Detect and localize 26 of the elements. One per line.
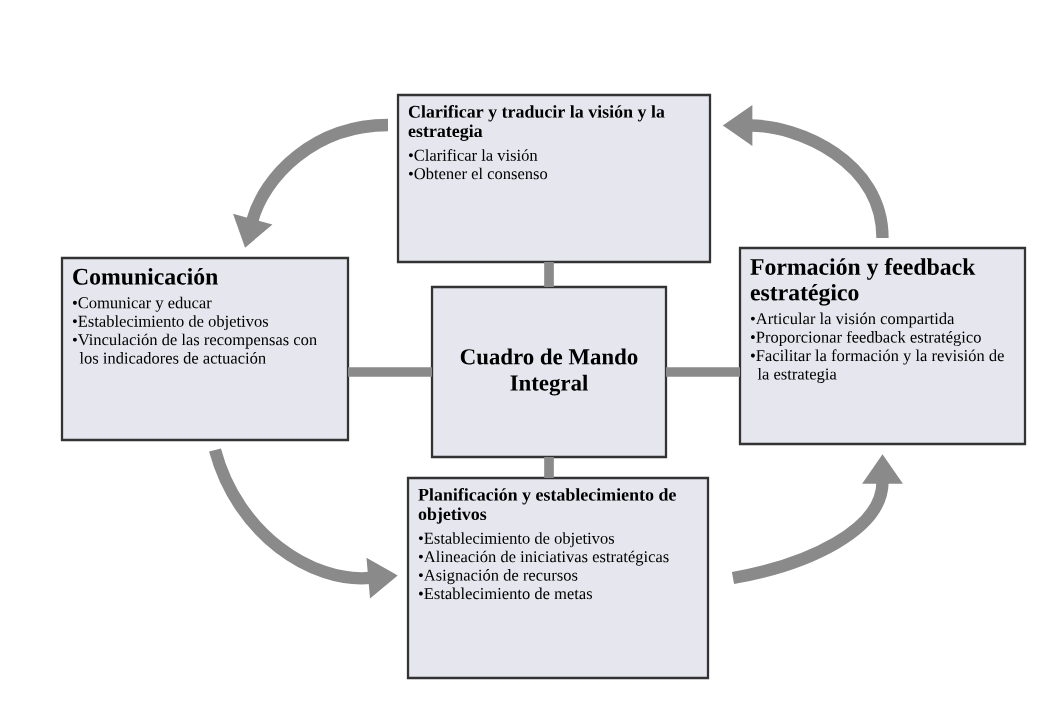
process-box <box>396 93 712 264</box>
box-heading: Planificación y establecimiento de objetivos <box>418 488 676 524</box>
connector-line <box>348 367 432 377</box>
connector-line <box>544 457 554 478</box>
bullet-item: •Establecimiento de metas <box>418 587 592 600</box>
bullet-item: •Articular la visión compartida <box>750 312 955 328</box>
connector-line <box>666 367 740 377</box>
bullet-item: •Establecimiento de objetivos <box>418 532 615 548</box>
bullet-item: •Clarificar la visión <box>408 149 538 161</box>
process-box <box>60 256 350 442</box>
bullet-item: •Establecimiento de objetivos <box>72 315 269 331</box>
process-box <box>406 476 710 680</box>
process-box <box>738 246 1027 446</box>
bullet-item: •Facilitar la formación y la revisión de la estrategia <box>750 349 1004 383</box>
bullet-item: •Vinculación de las recompensas con los indicadores de actuación <box>72 333 317 364</box>
box-heading: Formación y feedback estratégico <box>750 258 976 306</box>
bullet-item: •Asignación de recursos <box>418 569 578 585</box>
bullet-item: •Alineación de iniciativas estratégicas <box>418 550 669 566</box>
box-title: Cuadro de Mando Integral <box>460 348 638 396</box>
bullet-item: •Obtener el consenso <box>408 167 548 180</box>
box-heading: Clarificar y traducir la visión y la estrategia <box>408 105 665 141</box>
bullet-item: •Proporcionar feedback estratégico <box>750 330 981 347</box>
connector-line <box>544 262 554 287</box>
box-heading: Comunicación <box>73 268 218 285</box>
bullet-item: •Comunicar y educar <box>72 296 212 312</box>
center-box <box>430 285 668 459</box>
